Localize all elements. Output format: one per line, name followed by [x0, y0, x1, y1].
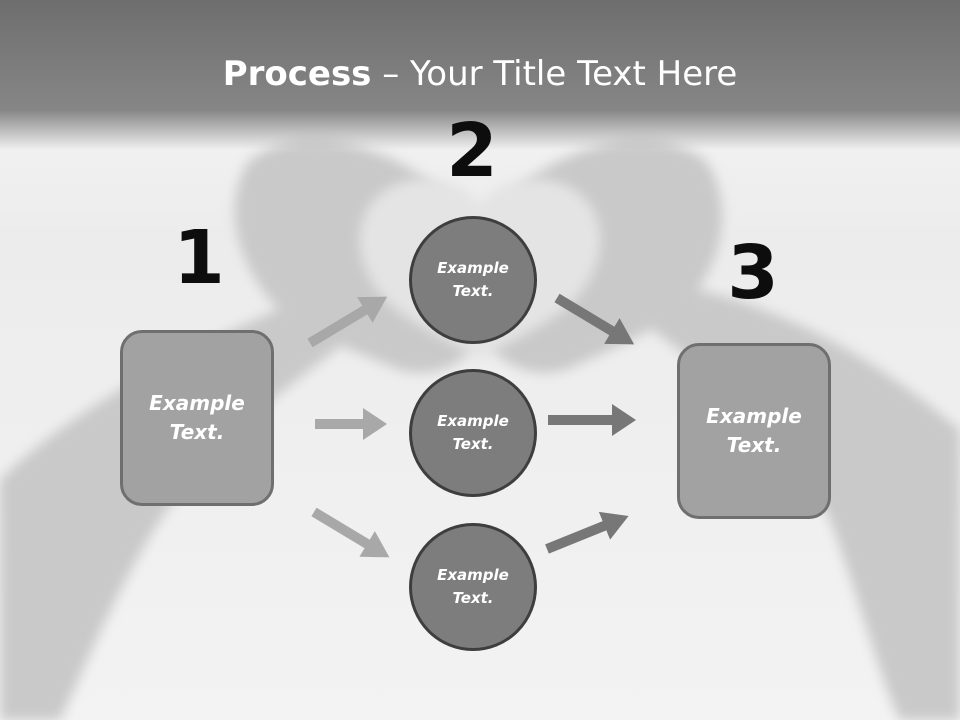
- arrow-to-middle-circle: [315, 408, 387, 440]
- step-number-2: 2: [446, 108, 498, 194]
- arrow-from-middle-circle: [548, 404, 636, 436]
- circle-middle-text: Example Text.: [437, 412, 509, 453]
- arrow-from-bottom-circle: [545, 511, 629, 554]
- circle-bottom-text: Example Text.: [437, 566, 509, 607]
- arrow-to-top-circle: [307, 296, 388, 348]
- step-3-box: Example Text.: [677, 343, 831, 519]
- arrow-from-top-circle: [554, 293, 635, 345]
- step-1-box: Example Text.: [120, 330, 274, 506]
- circle-middle: Example Text.: [409, 369, 537, 497]
- circle-top-text: Example Text.: [437, 259, 509, 300]
- circle-bottom: Example Text.: [409, 523, 537, 651]
- step-3-text: Example Text.: [706, 404, 802, 457]
- step-number-1: 1: [173, 215, 225, 301]
- circle-top: Example Text.: [409, 216, 537, 344]
- step-number-3: 3: [727, 230, 779, 316]
- title-bar: [0, 0, 960, 150]
- page-title: Process – Your Title Text Here: [0, 52, 960, 96]
- title-bold: Process: [222, 54, 372, 94]
- title-rest: – Your Title Text Here: [371, 54, 738, 94]
- arrow-to-bottom-circle: [311, 507, 390, 558]
- step-1-text: Example Text.: [149, 391, 245, 444]
